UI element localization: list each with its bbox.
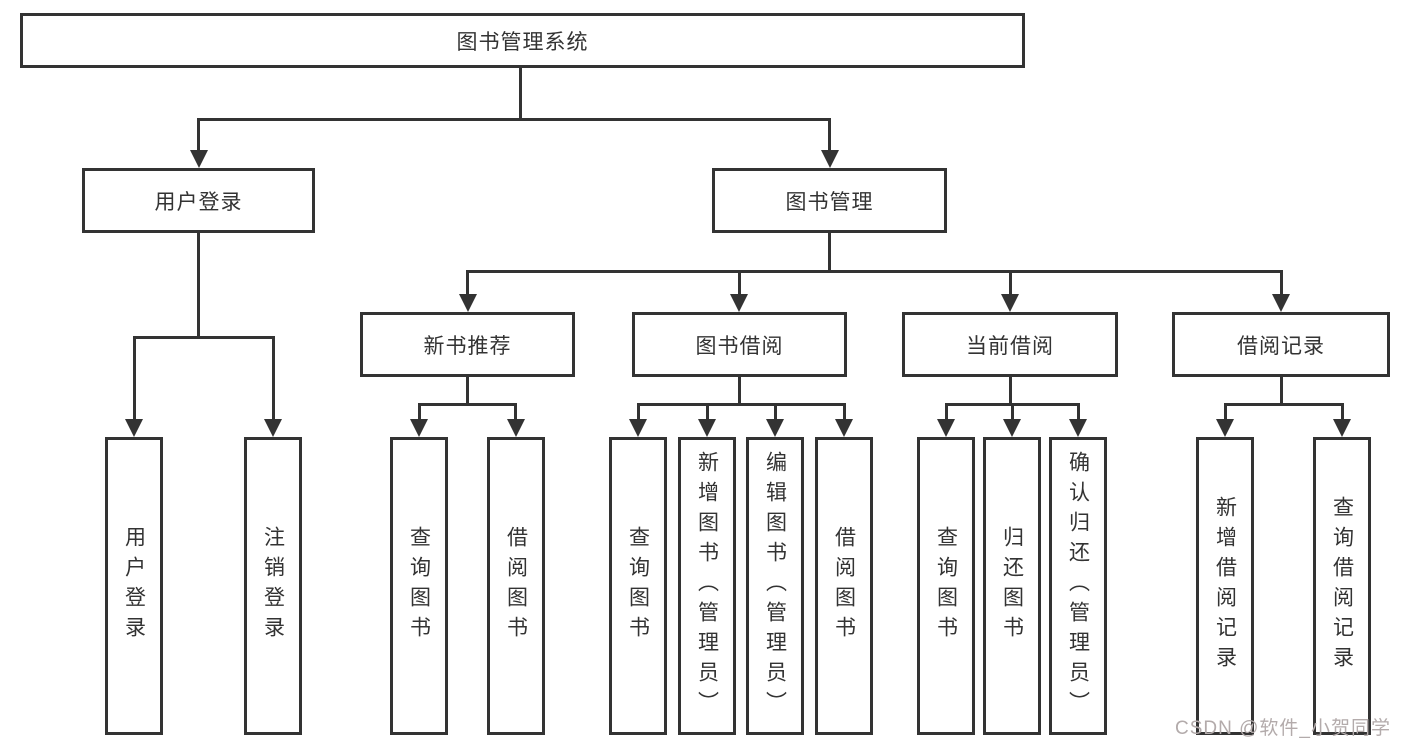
node-borrowing-records: 借阅记录 [1172, 312, 1390, 377]
leaf-label: 查询图书 [626, 526, 650, 646]
arrow-down-marker [1272, 294, 1290, 312]
connector-line [774, 403, 777, 421]
leaf-user-login: 用户登录 [105, 437, 163, 735]
connector-line [466, 270, 1283, 273]
arrow-down-marker [410, 419, 428, 437]
leaf-label: 编辑图书（管理员） [763, 451, 787, 721]
node-new-book-recommend: 新书推荐 [360, 312, 575, 377]
arrow-down-marker [1069, 419, 1087, 437]
connector-line [197, 233, 200, 339]
arrow-down-marker [1001, 294, 1019, 312]
connector-line [706, 403, 709, 421]
arrow-down-marker [459, 294, 477, 312]
leaf-query-books-2: 查询图书 [609, 437, 667, 735]
connector-line [1280, 377, 1283, 405]
leaf-edit-books-admin: 编辑图书（管理员） [746, 437, 804, 735]
connector-line [418, 403, 421, 421]
arrow-down-marker [821, 150, 839, 168]
leaf-label: 注销登录 [261, 526, 285, 646]
connector-line [1009, 270, 1012, 296]
node-label: 图书管理系统 [456, 30, 589, 54]
arrow-down-marker [1333, 419, 1351, 437]
leaf-query-books-1: 查询图书 [390, 437, 448, 735]
connector-line [197, 118, 831, 121]
node-library-system: 图书管理系统 [20, 13, 1025, 68]
connector-line [272, 336, 275, 421]
csdn-watermark: CSDN @软件_小贺同学 [1175, 718, 1391, 739]
arrow-down-marker [766, 419, 784, 437]
connector-line [514, 403, 517, 421]
node-label: 图书管理 [785, 190, 874, 214]
leaf-add-borrow-record: 新增借阅记录 [1196, 437, 1254, 735]
connector-line [1009, 377, 1012, 405]
connector-line [828, 118, 831, 152]
leaf-label: 借阅图书 [504, 526, 528, 646]
connector-line [133, 336, 275, 339]
leaf-label: 归还图书 [1000, 526, 1024, 646]
arrow-down-marker [190, 150, 208, 168]
node-book-management: 图书管理 [712, 168, 947, 233]
arrow-down-marker [730, 294, 748, 312]
leaf-confirm-return-admin: 确认归还（管理员） [1049, 437, 1107, 735]
node-user-login: 用户登录 [82, 168, 315, 233]
connector-line [519, 66, 522, 120]
node-label: 新书推荐 [423, 334, 512, 358]
connector-line [1224, 403, 1227, 421]
connector-line [1077, 403, 1080, 421]
connector-line [637, 403, 640, 421]
arrow-down-marker [937, 419, 955, 437]
connector-line [738, 270, 741, 296]
leaf-label: 查询图书 [934, 526, 958, 646]
leaf-label: 确认归还（管理员） [1066, 451, 1090, 721]
connector-line [133, 336, 136, 421]
leaf-label: 借阅图书 [832, 526, 856, 646]
arrow-down-marker [629, 419, 647, 437]
connector-line [197, 118, 200, 152]
connector-line [637, 403, 846, 406]
leaf-label: 查询借阅记录 [1330, 496, 1354, 676]
node-label: 当前借阅 [966, 334, 1054, 358]
connector-line [738, 377, 741, 405]
node-book-borrowing: 图书借阅 [632, 312, 847, 377]
connector-line [1224, 403, 1344, 406]
leaf-return-books: 归还图书 [983, 437, 1041, 735]
leaf-logout: 注销登录 [244, 437, 302, 735]
arrow-down-marker [1003, 419, 1021, 437]
connector-line [418, 403, 517, 406]
leaf-borrow-books-2: 借阅图书 [815, 437, 873, 735]
leaf-label: 新增图书（管理员） [695, 451, 719, 721]
leaf-add-books-admin: 新增图书（管理员） [678, 437, 736, 735]
connector-line [466, 377, 469, 405]
arrow-down-marker [1216, 419, 1234, 437]
leaf-borrow-books-1: 借阅图书 [487, 437, 545, 735]
connector-line [945, 403, 948, 421]
connector-line [1341, 403, 1344, 421]
leaf-label: 查询图书 [407, 526, 431, 646]
leaf-label: 新增借阅记录 [1213, 496, 1237, 676]
connector-line [828, 233, 831, 273]
connector-line [843, 403, 846, 421]
node-label: 用户登录 [154, 190, 243, 214]
node-current-borrowing: 当前借阅 [902, 312, 1118, 377]
leaf-query-borrow-record: 查询借阅记录 [1313, 437, 1371, 735]
arrow-down-marker [835, 419, 853, 437]
connector-line [466, 270, 469, 296]
node-label: 图书借阅 [695, 334, 784, 358]
leaf-label: 用户登录 [122, 526, 146, 646]
connector-line [1280, 270, 1283, 296]
arrow-down-marker [264, 419, 282, 437]
arrow-down-marker [698, 419, 716, 437]
arrow-down-marker [125, 419, 143, 437]
node-label: 借阅记录 [1237, 334, 1325, 358]
connector-line [1011, 403, 1014, 421]
arrow-down-marker [507, 419, 525, 437]
leaf-query-books-3: 查询图书 [917, 437, 975, 735]
